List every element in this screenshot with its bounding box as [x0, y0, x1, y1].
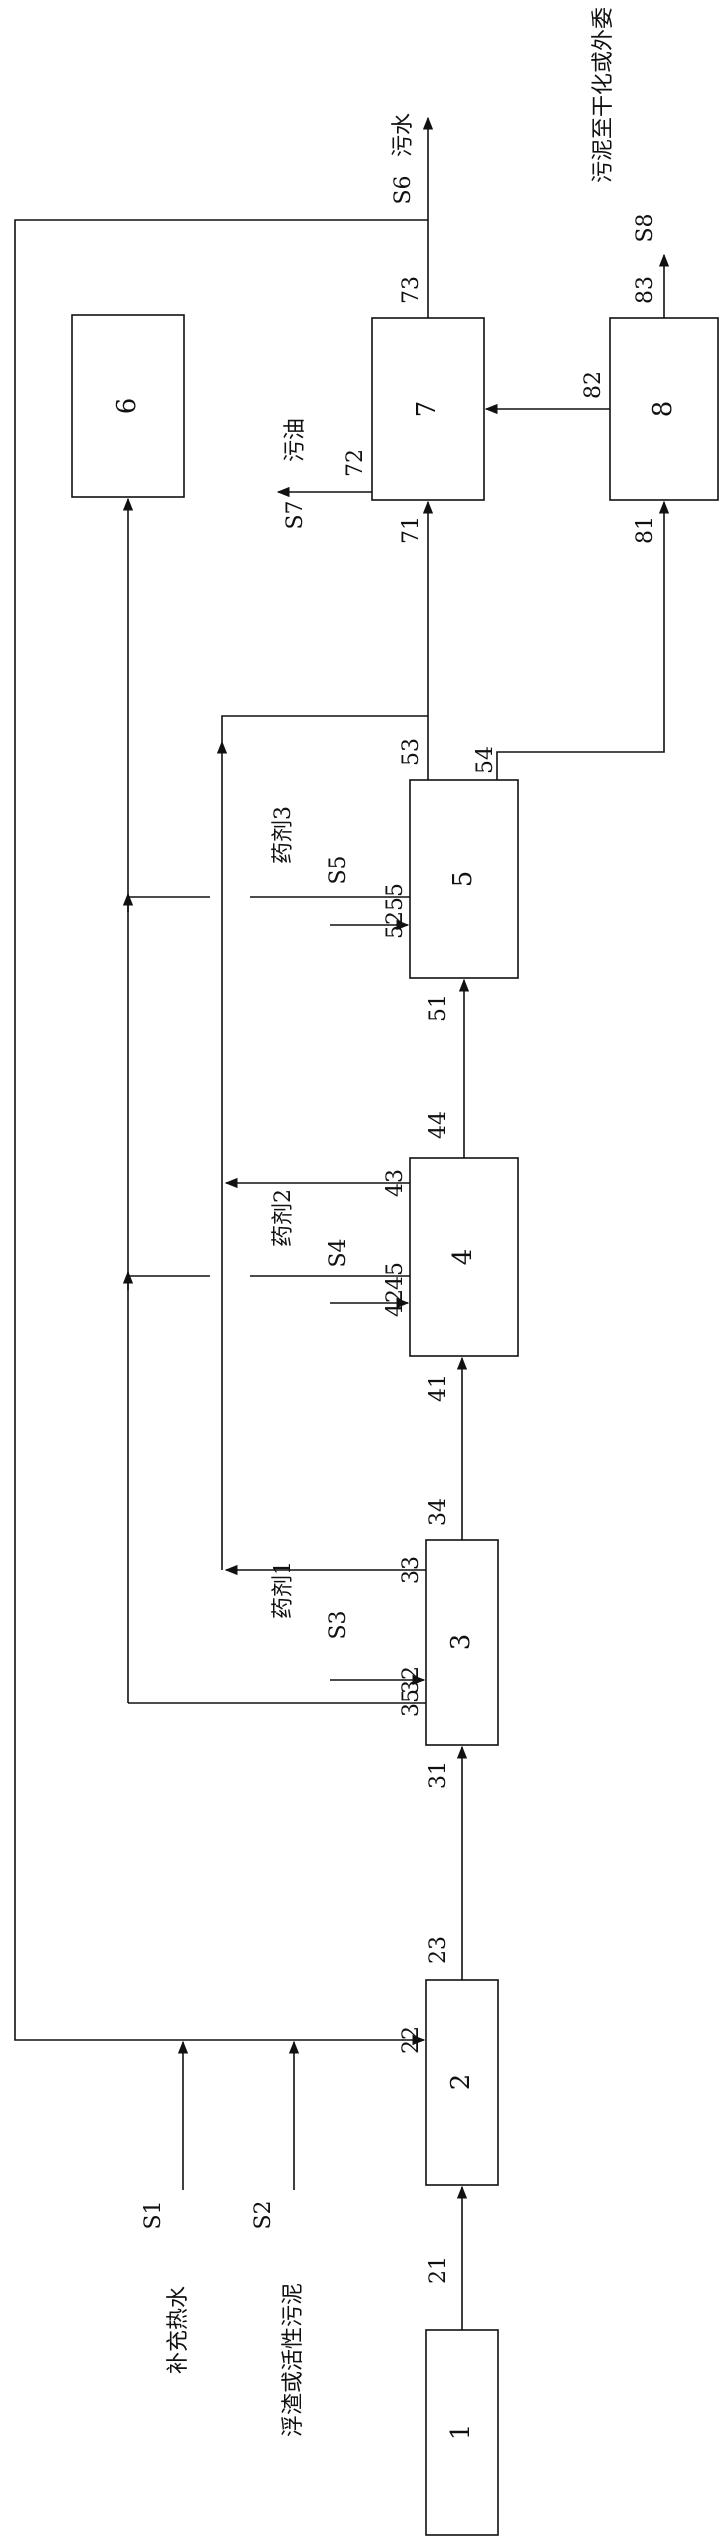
port-33: 33	[399, 1556, 424, 1584]
unit-8: 8	[609, 317, 719, 501]
unit-2: 2	[425, 1979, 499, 2186]
unit-4: 4	[409, 1157, 519, 1357]
port-54: 54	[473, 746, 498, 774]
port-41: 41	[426, 1374, 451, 1402]
port-45: 45	[383, 1262, 408, 1290]
port-55: 55	[383, 883, 408, 911]
port-53: 53	[399, 738, 424, 766]
unit-1: 1	[425, 2329, 499, 2536]
stream-s5-text: 药剂3	[271, 806, 296, 864]
unit-8-label: 8	[648, 401, 678, 418]
port-72: 72	[343, 449, 368, 477]
port-32: 32	[399, 1666, 424, 1694]
port-31: 31	[426, 1761, 451, 1789]
stream-s1-code: S1	[141, 2200, 166, 2229]
port-35: 35	[399, 1689, 424, 1717]
stream-s8-code: S8	[633, 213, 658, 242]
stream-s6-text: 污水	[391, 113, 416, 157]
unit-3-label: 3	[446, 1634, 476, 1651]
return-53-branch	[221, 715, 428, 742]
stream-s6-code: S6	[391, 175, 416, 204]
flow-5-to-8	[496, 500, 670, 780]
unit-7: 7	[371, 317, 485, 501]
port-51: 51	[426, 994, 451, 1022]
port-22: 22	[399, 2026, 424, 2054]
stream-s5-code: S5	[326, 855, 351, 884]
stream-labels: S1 补充热水 S2 浮渣或活性污泥 药剂1 S3 药剂2 S4 药剂3 S5 …	[141, 7, 658, 2437]
stream-s8-text: 污泥至干化或外委	[591, 7, 616, 183]
unit-3: 3	[425, 1539, 499, 1746]
unit-7-label: 7	[412, 401, 442, 418]
port-21: 21	[426, 2256, 451, 2284]
stream-s3-code: S3	[326, 1610, 351, 1639]
unit-1-label: 1	[446, 2424, 476, 2441]
port-81: 81	[633, 516, 658, 544]
stream-s7-code: S7	[283, 500, 308, 529]
stream-s7-text: 污油	[283, 418, 308, 462]
unit-5: 5	[409, 779, 519, 979]
unit-2-label: 2	[446, 2074, 476, 2091]
recycle-s6-to-2	[14, 219, 428, 2046]
port-23: 23	[426, 1936, 451, 1964]
port-52: 52	[383, 911, 408, 939]
unit-6: 6	[71, 314, 185, 498]
stream-s1-text: 补充热水	[166, 2286, 191, 2374]
unit-4-label: 4	[448, 1249, 478, 1266]
port-labels: 21 22 23 31 32 33 34 35 41 42 43 44 45 5…	[343, 276, 658, 2284]
port-44: 44	[426, 1111, 451, 1139]
unit-5-label: 5	[448, 871, 478, 888]
stream-s4-code: S4	[326, 1238, 351, 1267]
stream-s4-text: 药剂2	[271, 1189, 296, 1247]
port-42: 42	[383, 1289, 408, 1317]
port-82: 82	[581, 371, 606, 399]
port-34: 34	[426, 1498, 451, 1526]
port-71: 71	[399, 516, 424, 544]
stream-s2-text: 浮渣或活性污泥	[281, 2283, 306, 2437]
port-73: 73	[399, 276, 424, 304]
port-83: 83	[633, 276, 658, 304]
stream-s2-code: S2	[251, 2200, 276, 2229]
stream-s3-text: 药剂1	[271, 1561, 296, 1619]
unit-6-label: 6	[112, 398, 142, 415]
port-43: 43	[383, 1169, 408, 1197]
